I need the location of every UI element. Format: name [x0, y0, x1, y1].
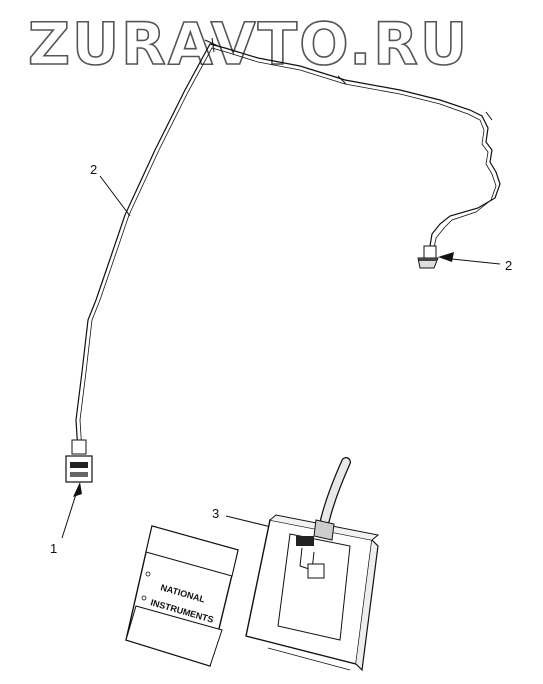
ni-daq-card-icon: NATIONAL INSTRUMENTS [125, 525, 239, 667]
interface-housing-icon [245, 457, 380, 672]
sensor-plug-icon [417, 245, 439, 269]
callout-2-left: 2 [90, 162, 97, 177]
callout-3: 3 [212, 506, 219, 521]
callout-2-right: 2 [505, 258, 512, 273]
callout-1: 1 [50, 541, 57, 556]
watermark-logo: ZURAVTO.RU [28, 10, 469, 78]
connector-block-icon [65, 439, 93, 483]
cable-harness [75, 37, 501, 453]
